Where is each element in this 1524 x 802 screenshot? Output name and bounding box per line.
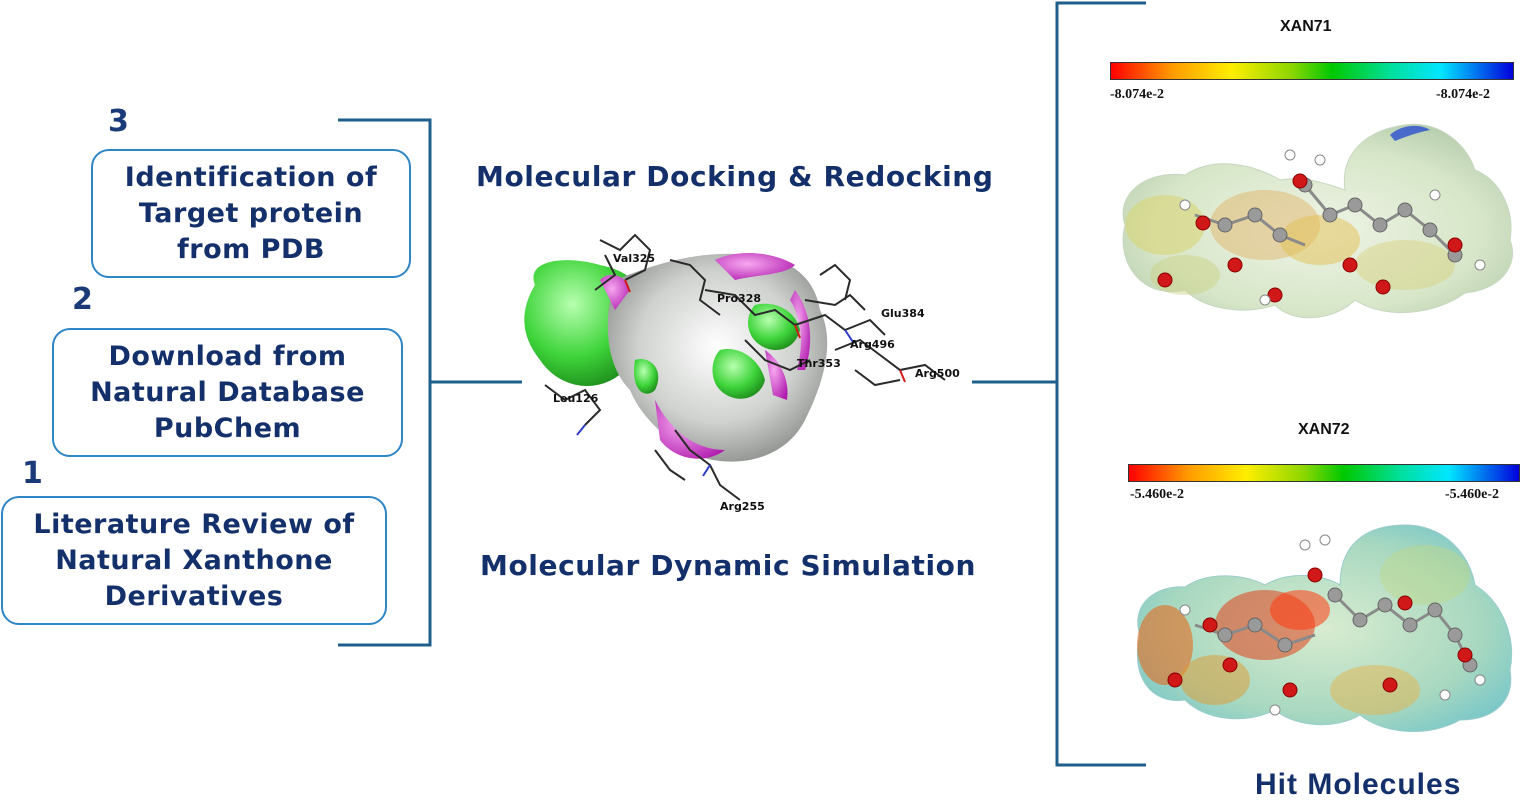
residue-label: Leu126 [553, 392, 599, 405]
residue-label: Glu384 [881, 307, 925, 320]
step-1-text: Literature Review of Natural Xanthone De… [33, 508, 355, 612]
step-2-text: Download from Natural Database PubChem [90, 340, 365, 444]
molecule-1-scale-max: -8.074e-2 [1436, 87, 1491, 102]
molecule-2-scale-max: -5.460e-2 [1445, 487, 1500, 502]
step-3-box: Identification of Target protein from PD… [91, 149, 411, 278]
docking-title: Molecular Docking & Redocking [476, 160, 994, 193]
step-1-box: Literature Review of Natural Xanthone De… [1, 496, 387, 625]
md-simulation-title: Molecular Dynamic Simulation [480, 549, 977, 582]
step-1-number: 1 [22, 456, 43, 491]
hit-molecules-title: Hit Molecules [1255, 768, 1462, 801]
step-3-text: Identification of Target protein from PD… [124, 161, 378, 265]
residue-label: Thr353 [797, 357, 841, 370]
docking-complex-image: Val325 Pro328 Glu384 Arg496 Thr353 Arg50… [524, 233, 960, 513]
molecule-2-color-scale [1128, 464, 1520, 482]
molecule-2-esp-surface [1136, 524, 1513, 732]
molecule-2-name: XAN72 [1298, 421, 1350, 438]
molecule-1-name: XAN71 [1280, 18, 1332, 35]
residue-label: Arg496 [850, 338, 895, 351]
residue-label: Val325 [613, 252, 655, 265]
residue-label: Arg255 [720, 500, 765, 513]
molecule-1-color-scale [1110, 62, 1514, 80]
molecule-1-scale-min: -8.074e-2 [1110, 87, 1165, 102]
molecule-1-esp-surface [1122, 123, 1514, 319]
molecule-2-scale-min: -5.460e-2 [1130, 487, 1185, 502]
step-3-number: 3 [108, 104, 129, 139]
residue-label: Arg500 [915, 367, 960, 380]
step-2-number: 2 [72, 282, 93, 317]
step-2-box: Download from Natural Database PubChem [52, 328, 403, 457]
residue-label: Pro328 [717, 292, 761, 305]
